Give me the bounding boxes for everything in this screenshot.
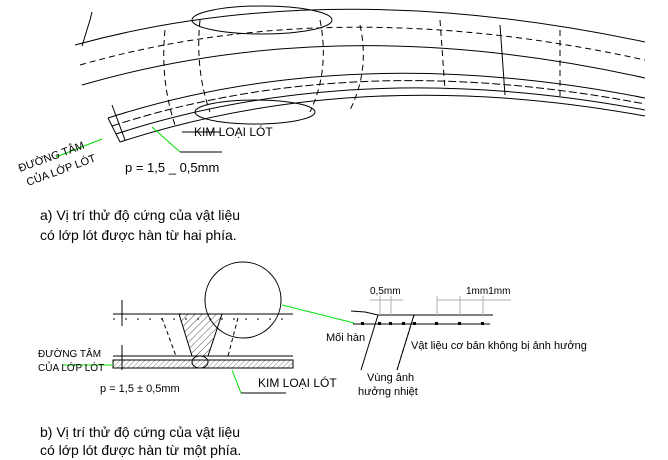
fig-a-lining-metal-label: KIM LOẠI LÓT [194,125,273,139]
figure-a-leaders [55,126,181,158]
fig-b-lining-metal-label: KIM LOẠI LÓT [258,376,337,390]
detail-drawing [350,310,493,371]
fig-a-caption-1: a) Vị trí thử độ cứng của vật liệu [40,207,241,223]
figure-a-drawing [74,5,646,143]
fig-a-thickness-formula: p = 1,5 _ 0,5mm [125,160,220,175]
dimension-lines [370,296,511,315]
fig-b-caption-2: có lớp lót được hàn từ một phía. [40,442,242,458]
dim-half-mm: 0,5mm [370,286,401,297]
fig-b-center-line-label-2: CỦA LỚP LÓT [38,363,105,374]
base-metal-label: Vật liệu cơ bản không bị ảnh hưởng [411,340,587,352]
fig-b-center-line-label-1: ĐƯỜNG TÂM [38,349,102,360]
figure-b-leaders [63,304,355,394]
fig-b-caption-1: b) Vị trí thử độ cứng của vật liệu [40,424,241,440]
dim-one-mm: 1mm1mm [466,286,511,297]
weld-label: Mối hàn [326,332,366,344]
hardness-points [361,322,484,325]
fig-b-thickness-formula: p = 1,5 ± 0,5mm [100,383,180,395]
fig-a-caption-2: có lớp lót được hàn từ hai phía. [40,227,237,243]
figure-b-drawing [112,261,294,370]
haz-label-1: Vùng ảnh [367,372,415,384]
haz-label-2: hưởng nhiệt [358,386,418,398]
